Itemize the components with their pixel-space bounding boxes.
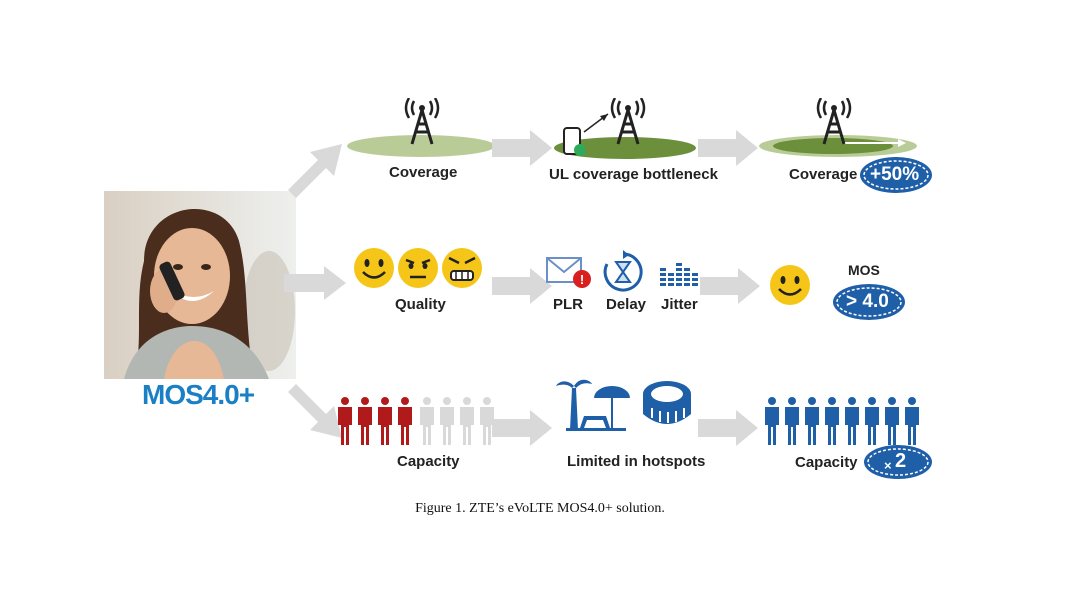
svg-text:!: !: [580, 272, 584, 287]
coverage-result-label: Coverage: [789, 166, 858, 183]
jitter-label: Jitter: [661, 296, 698, 313]
doubled-capacity-people-icon: [765, 397, 919, 445]
capacity-badge: [864, 445, 932, 479]
arrow-to-quality: [284, 266, 346, 300]
ul-coverage-bottleneck-label: UL coverage bottleneck: [549, 166, 718, 183]
figure-caption: Figure 1. ZTE’s eVoLTE MOS4.0+ solution.: [415, 501, 665, 516]
mos-badge-text: > 4.0: [846, 291, 889, 312]
capacity-label: Capacity: [397, 453, 460, 470]
smiley-annoyed-icon: [398, 248, 438, 288]
limited-in-hotspots-label: Limited in hotspots: [567, 453, 706, 470]
coverage-label: Coverage: [389, 164, 458, 181]
plr-label: PLR: [553, 296, 583, 313]
coverage-badge: [860, 157, 932, 193]
arrow-row3-a: [492, 410, 552, 446]
mos-logo-text: MOS4.0+: [142, 379, 255, 410]
antenna-icon: [404, 98, 440, 145]
jitter-bars-icon: [660, 263, 698, 286]
capacity-result-label: Capacity: [795, 454, 858, 471]
person-photo: [104, 191, 296, 379]
mos-label: MOS: [848, 262, 880, 278]
hourglass-delay-icon: [603, 250, 643, 292]
coverage-badge-text: +50%: [870, 164, 920, 185]
arrow-row2-a: [492, 268, 552, 304]
capacity-badge-prefix: ×: [884, 458, 892, 473]
smiley-angry-icon: [442, 248, 482, 288]
arrow-row2-b: [700, 268, 760, 304]
capacity-badge-value: 2: [895, 450, 907, 472]
arrow-row1-a: [492, 130, 552, 166]
ul-coverage-ellipse: [554, 137, 696, 159]
coverage-ellipse: [347, 135, 495, 157]
extended-coverage-ellipse: [759, 135, 917, 157]
arrow-to-coverage: [288, 144, 342, 198]
arrow-row3-b: [698, 410, 758, 446]
arrow-row1-b: [698, 130, 758, 166]
stadium-hotspot-icon: [643, 381, 691, 424]
smiley-happy-icon: [354, 248, 394, 288]
beach-hotspot-icon: [556, 379, 630, 431]
delay-label: Delay: [606, 296, 647, 313]
quality-label: Quality: [395, 296, 446, 313]
antenna-icon: [816, 98, 852, 145]
antenna-icon: [610, 98, 646, 145]
mos-badge: [833, 284, 905, 320]
capacity-people-icon: [338, 397, 494, 445]
lost-packet-icon: !: [546, 257, 591, 288]
mobile-phone-icon: [563, 127, 586, 156]
uplink-arrow-icon: [583, 113, 609, 133]
smiley-happy-icon: [770, 265, 810, 305]
arrow-to-capacity: [288, 384, 342, 438]
